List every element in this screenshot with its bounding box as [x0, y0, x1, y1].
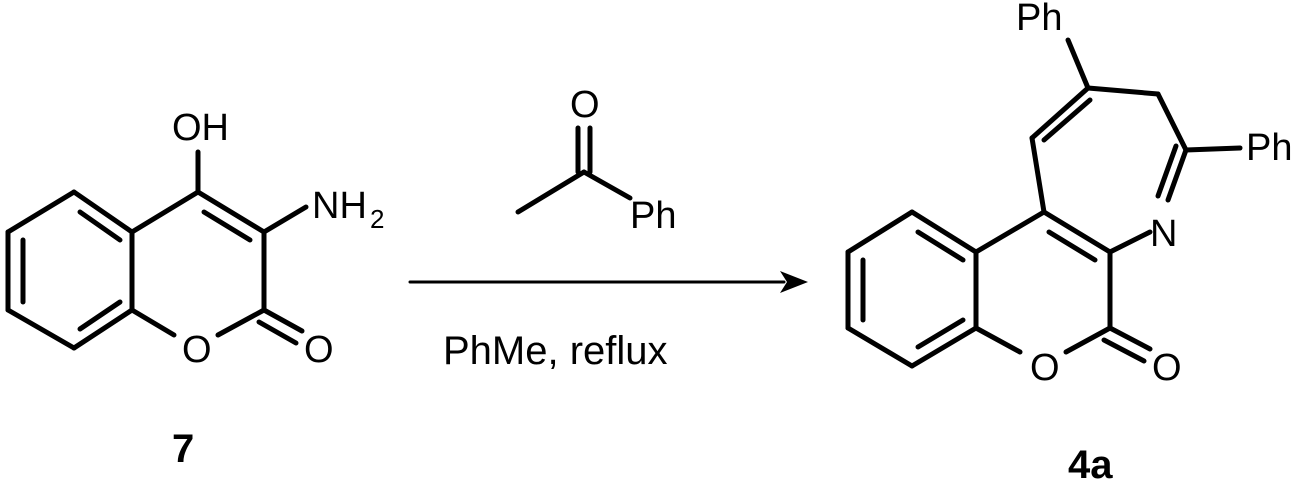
reactant-ring-oxygen-label: O [182, 329, 212, 371]
hydroxyl-label: OH [172, 107, 229, 149]
reaction-arrow [408, 271, 808, 293]
product-ring-oxygen-label: O [1030, 347, 1060, 389]
reaction-conditions: PhMe, reflux [443, 329, 668, 373]
acetophenone-phenyl-label: Ph [630, 195, 676, 237]
compound-label-7: 7 [172, 427, 194, 471]
product-4a-structure: Ph Ph N O O [845, 0, 1292, 389]
reactant-carbonyl-oxygen-label: O [304, 329, 334, 371]
acetophenone-oxygen-label: O [570, 84, 600, 126]
product-phenyl-right-label: Ph [1246, 127, 1292, 169]
product-carbonyl-oxygen-label: O [1152, 347, 1182, 389]
product-nitrogen-label: N [1150, 213, 1177, 255]
reactant-7-structure: OH NH 2 O O [5, 107, 384, 371]
amine-label: NH [312, 185, 367, 227]
compound-label-4a: 4a [1068, 443, 1113, 486]
product-phenyl-top-label: Ph [1016, 0, 1062, 39]
acetophenone-structure: O Ph [515, 84, 676, 237]
amine-subscript: 2 [370, 204, 384, 234]
